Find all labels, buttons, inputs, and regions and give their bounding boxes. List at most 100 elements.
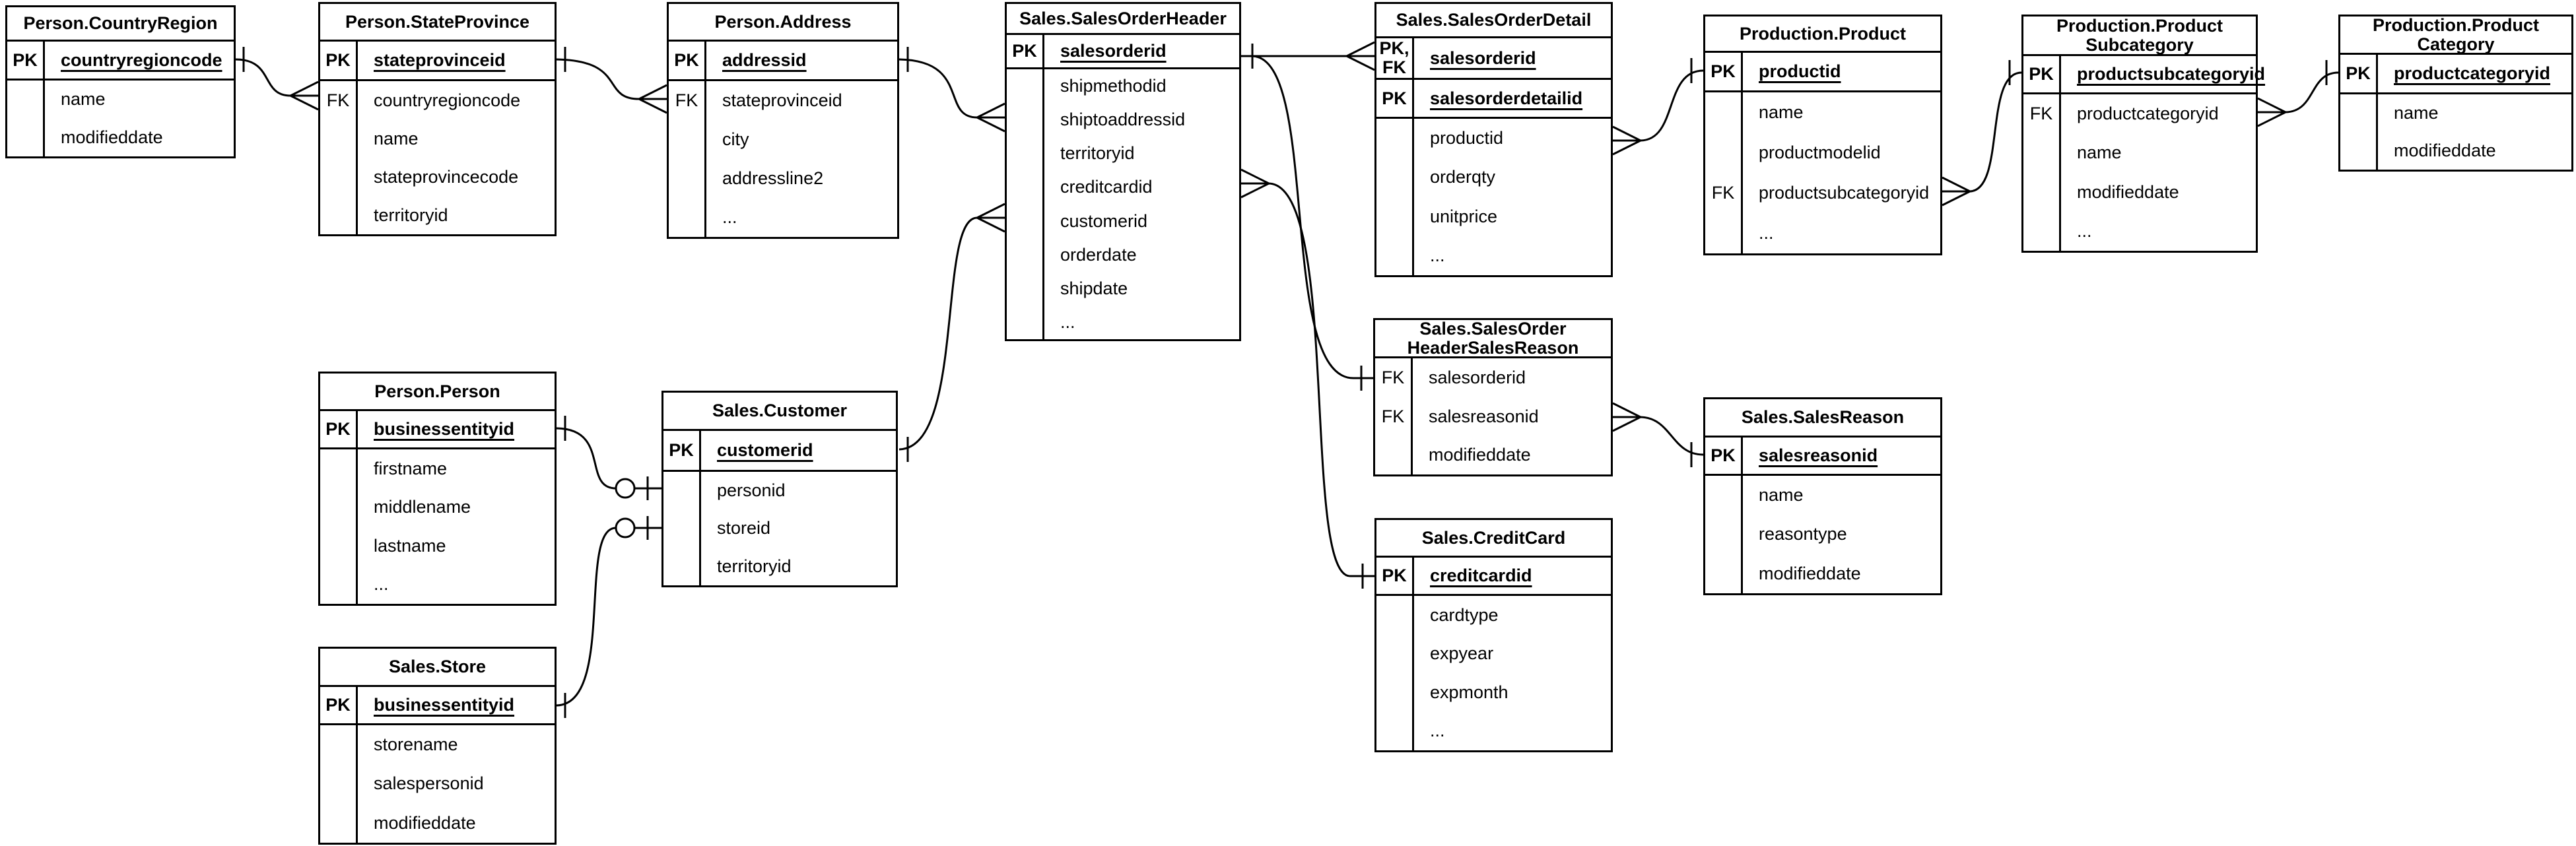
field-name: customerid [1060, 211, 1148, 231]
field-row: modifieddate [7, 118, 234, 156]
key-row: PK stateprovinceid [320, 42, 555, 81]
field-row: FK countryregioncode [320, 81, 555, 119]
key-badge [1705, 476, 1743, 515]
field-name: businessentityid [374, 419, 515, 439]
key-row: PK productid [1705, 53, 1940, 92]
field-row: name [320, 119, 555, 158]
key-badge [669, 159, 706, 198]
key-badge [1376, 673, 1414, 712]
field-row: expyear [1376, 634, 1611, 673]
entity-table-production-productsubcategory: Production.Product Subcategory PK produc… [2021, 15, 2265, 253]
field-name: modifieddate [2394, 141, 2496, 160]
key-badge: PK [7, 42, 45, 79]
field-row: modifieddate [320, 803, 555, 843]
key-badge: PK [320, 42, 358, 79]
key-row: PK businessentityid [320, 687, 555, 725]
field-row: modifieddate [2340, 132, 2571, 170]
field-name: salesorderid [1060, 41, 1167, 61]
field-name: addressid [722, 50, 807, 70]
field-row: ... [1376, 711, 1611, 750]
field-name: lastname [374, 535, 446, 556]
table-title: Sales.SalesReason [1705, 399, 1940, 438]
key-badge [320, 196, 358, 234]
field-row: ... [2023, 211, 2256, 251]
field-row: modifieddate [2023, 172, 2256, 212]
key-badge: FK [320, 81, 358, 119]
key-badge: FK [1375, 397, 1413, 436]
field-list: productid orderqty unitprice ... [1376, 119, 1611, 275]
key-badge: PK [2340, 55, 2378, 92]
field-row: lastname [320, 527, 555, 566]
field-name: name [2077, 143, 2122, 163]
connector-stateprovince-address [556, 47, 667, 114]
field-name: salesorderdetailid [1430, 88, 1583, 108]
field-row: name [1705, 476, 1940, 515]
field-row: modifieddate [1375, 436, 1611, 475]
field-row: creditcardid [1007, 170, 1239, 205]
key-badge: FK [2023, 94, 2061, 134]
key-badge: FK [1375, 358, 1413, 397]
field-name: shipmethodid [1060, 76, 1167, 96]
field-name: territoryid [1060, 143, 1135, 164]
field-name: stateprovinceid [722, 90, 842, 110]
connector-salesorderheader-sohsalesreason [1252, 55, 1373, 391]
connector-sohsalesreason-salesreason [1612, 402, 1704, 467]
key-badge [2340, 94, 2378, 132]
key-badge [1705, 554, 1743, 593]
field-name: ... [2077, 220, 2092, 241]
key-badge [1007, 238, 1044, 272]
key-badge [7, 118, 45, 156]
field-name: expmonth [1430, 682, 1508, 702]
key-badge [2023, 133, 2061, 173]
table-title: Sales.SalesOrderHeader [1007, 4, 1239, 35]
field-row: territoryid [1007, 137, 1239, 171]
key-row: PK customerid [663, 431, 896, 472]
table-title: Sales.SalesOrderDetail [1376, 4, 1611, 38]
key-row: PK creditcardid [1376, 558, 1611, 596]
field-name: territoryid [374, 205, 448, 225]
field-name: modifieddate [2077, 181, 2179, 202]
field-name: shipdate [1060, 278, 1128, 298]
key-badge [320, 158, 358, 196]
key-row: PK countryregioncode [7, 42, 234, 81]
field-name: productid [1430, 128, 1504, 148]
field-row: storeid [663, 509, 896, 548]
zero-or-one-circle-storeid [615, 517, 636, 538]
table-title: Sales.CreditCard [1376, 520, 1611, 558]
field-name: salesreasonid [1429, 406, 1539, 426]
field-name: name [1759, 485, 1804, 505]
key-badge: PK [1376, 80, 1414, 117]
field-name: countryregioncode [374, 90, 521, 110]
table-title: Sales.Store [320, 649, 555, 687]
field-row: storename [320, 725, 555, 765]
field-name: productid [1759, 61, 1841, 81]
key-badge [663, 509, 701, 548]
key-badge [1705, 92, 1743, 133]
key-badge [663, 472, 701, 510]
key-badge: PK [669, 42, 706, 79]
field-row: city [669, 120, 897, 159]
connector-salesorderdetail-product [1612, 58, 1704, 156]
field-name: stateprovincecode [374, 166, 519, 187]
field-name: modifieddate [1759, 563, 1861, 583]
field-name: cardtype [1430, 604, 1499, 625]
key-badge: PK [2023, 56, 2061, 92]
key-badge [663, 547, 701, 585]
field-row: productmodelid [1705, 133, 1940, 173]
table-title: Production.Product [1705, 16, 1940, 53]
connector-countryregion-stateprovince [235, 47, 319, 111]
field-name: name [2394, 103, 2439, 123]
entity-table-person-person: Person.Person PK businessentityid firstn… [318, 372, 557, 606]
key-badge [1376, 197, 1414, 236]
field-row: reasontype [1705, 515, 1940, 554]
field-name: stateprovinceid [374, 50, 506, 70]
field-name: productcategoryid [2077, 104, 2219, 124]
key-badge: PK [1705, 53, 1743, 90]
key-badge: PK [1007, 35, 1044, 67]
field-name: ... [1430, 245, 1445, 265]
key-row: PK addressid [669, 42, 897, 81]
field-name: expyear [1430, 643, 1494, 664]
